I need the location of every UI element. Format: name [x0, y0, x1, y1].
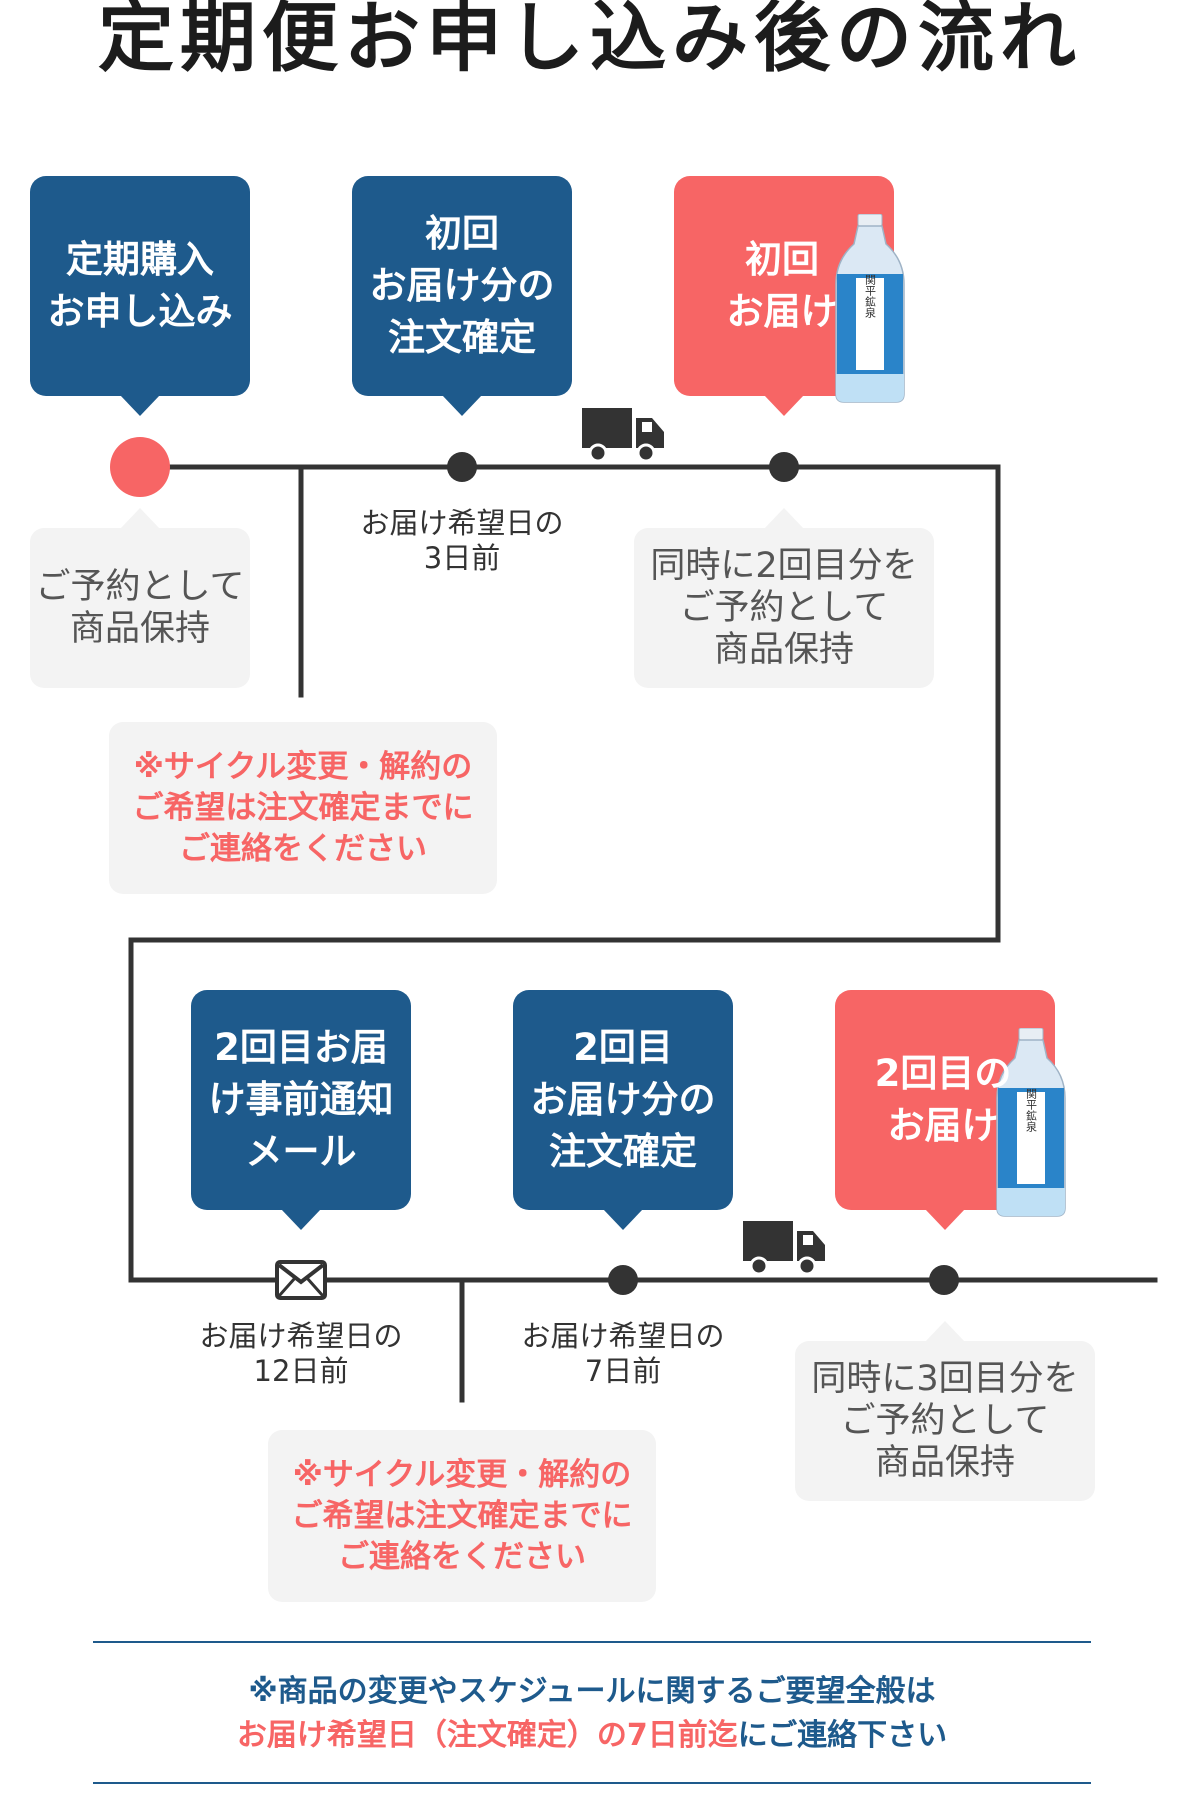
step-first-order-confirm: 初回 お届け分の 注文確定	[352, 176, 572, 416]
water-bottle-icon: 関平鉱泉	[996, 1028, 1066, 1217]
start-dot	[110, 437, 170, 497]
timeline-dot	[929, 1265, 959, 1295]
truck-icon	[743, 1221, 825, 1276]
bottle-label: 関平鉱泉	[1025, 1088, 1038, 1132]
note-reserve: ご予約として 商品保持	[30, 508, 250, 688]
note-text: ご予約として 商品保持	[35, 567, 245, 649]
note-text: 同時に2回目分を ご予約として 商品保持	[650, 546, 918, 670]
warning-text: ※サイクル変更・解約の ご希望は注文確定までに ご連絡をください	[132, 748, 474, 867]
timeline-label-7days: お届け希望日の 7日前	[521, 1319, 725, 1388]
bottle-label: 関平鉱泉	[864, 274, 877, 318]
step-subscribe: 定期購入 お申し込み	[30, 176, 250, 416]
note-reserve-second: 同時に2回目分を ご予約として 商品保持	[634, 508, 934, 688]
note-text: 同時に3回目分を ご予約として 商品保持	[811, 1359, 1079, 1483]
warning-cancel-row2: ※サイクル変更・解約の ご希望は注文確定までに ご連絡をください	[268, 1430, 656, 1602]
timeline-dot	[447, 452, 477, 482]
timeline-label-12days: お届け希望日の 12日前	[199, 1319, 403, 1388]
water-bottle-icon: 関平鉱泉	[835, 214, 905, 403]
step-label: 2回目 お届け分の 注文確定	[530, 1026, 716, 1173]
timeline-label-3days: お届け希望日の 3日前	[360, 506, 564, 575]
step-second-order-confirm: 2回目 お届け分の 注文確定	[513, 990, 733, 1230]
warning-text: ※サイクル変更・解約の ご希望は注文確定までに ご連絡をください	[291, 1456, 633, 1575]
envelope-icon	[275, 1260, 327, 1300]
step-label: 2回目お届 け事前通知 メール	[208, 1026, 394, 1173]
footer-line2: お届け希望日（注文確定）の7日前迄にご連絡下さい	[93, 1714, 1091, 1758]
step-label: 2回目の お届け	[874, 1052, 1012, 1147]
step-second-notice-mail: 2回目お届 け事前通知 メール	[191, 990, 411, 1230]
footer-deadline: お届け希望日（注文確定）の7日前迄	[236, 1718, 738, 1753]
step-label: 初回 お届け	[726, 238, 838, 333]
footer-contact: にご連絡下さい	[737, 1718, 948, 1753]
step-label: 定期購入 お申し込み	[47, 238, 233, 333]
timeline-dot	[608, 1265, 638, 1295]
truck-icon	[582, 408, 664, 463]
warning-cancel-row1: ※サイクル変更・解約の ご希望は注文確定までに ご連絡をください	[109, 722, 497, 894]
page-title: 定期便お申し込み後の流れ	[98, 0, 1082, 82]
footer-note: ※商品の変更やスケジュールに関するご要望全般は お届け希望日（注文確定）の7日前…	[93, 1670, 1091, 1758]
note-reserve-third: 同時に3回目分を ご予約として 商品保持	[795, 1321, 1095, 1501]
footer-line1: ※商品の変更やスケジュールに関するご要望全般は	[248, 1674, 936, 1709]
timeline-dot	[769, 452, 799, 482]
step-label: 初回 お届け分の 注文確定	[369, 212, 555, 359]
